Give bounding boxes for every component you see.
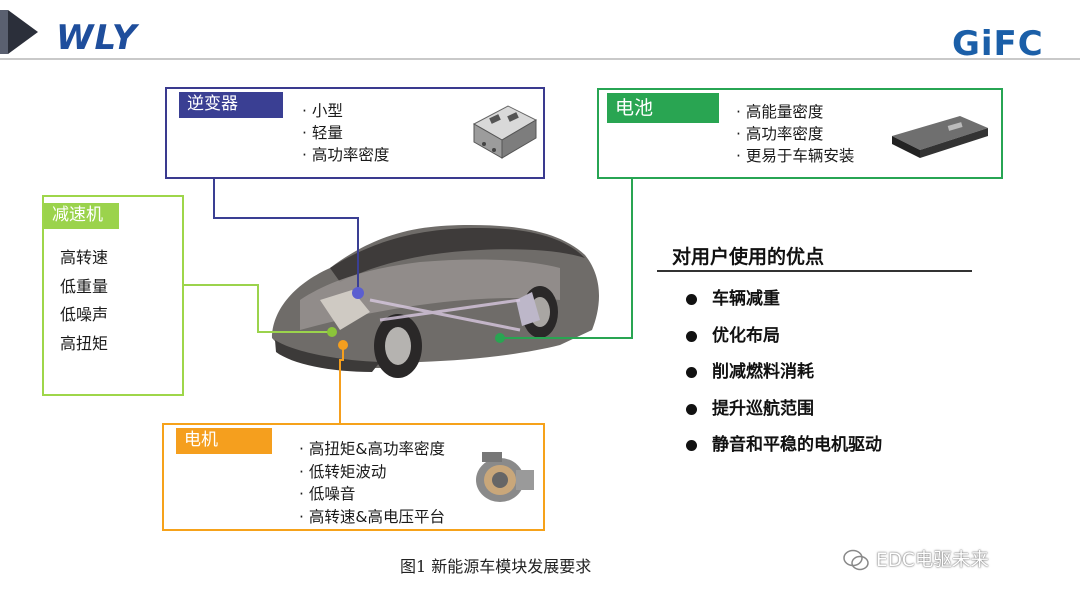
advantage-text: 静音和平稳的电机驱动 bbox=[712, 435, 882, 456]
car-illustration bbox=[272, 225, 600, 378]
motor-feature: · 高扭矩&高功率密度 bbox=[299, 440, 445, 458]
figure-caption: 图1 新能源车模块发展要求 bbox=[400, 557, 592, 576]
motor-feature: · 低转矩波动 bbox=[299, 462, 387, 481]
advantage-item: 提升巡航范围 bbox=[686, 396, 882, 433]
advantage-item: 削减燃料消耗 bbox=[686, 359, 882, 396]
advantage-item: 车辆减重 bbox=[686, 286, 882, 323]
bullet-icon bbox=[686, 403, 697, 415]
battery-features: · 高能量密度 · 高功率密度 · 更易于车辆安装 bbox=[736, 101, 854, 167]
inverter-title: 逆变器 bbox=[179, 92, 283, 118]
advantage-item: 优化布局 bbox=[686, 323, 882, 360]
wly-logo-mark bbox=[0, 0, 42, 56]
wly-logo: WLY bbox=[56, 18, 138, 58]
reducer-feature: 高扭矩 bbox=[60, 333, 109, 353]
reducer-feature: 高转速 bbox=[60, 248, 109, 267]
motor-feature: · 低噪音 bbox=[299, 485, 356, 503]
motor-features: · 高扭矩&高功率密度 · 低转矩波动 · 低噪音 · 高转速&高电压平台 bbox=[299, 438, 445, 528]
battery-pack-icon bbox=[892, 116, 988, 158]
reducer-feature: 低重量 bbox=[60, 276, 109, 296]
battery-title: 电池 bbox=[607, 93, 719, 123]
advantage-item: 静音和平稳的电机驱动 bbox=[686, 432, 882, 469]
header-divider bbox=[0, 58, 1080, 60]
motor-title: 电机 bbox=[176, 428, 272, 454]
electric-motor-icon bbox=[476, 452, 534, 502]
inverter-feature: · 小型 bbox=[302, 102, 343, 120]
advantages-underline bbox=[657, 270, 972, 272]
gifc-logo: GiFC bbox=[952, 24, 1044, 64]
bullet-icon bbox=[686, 440, 697, 452]
reducer-feature: 低噪声 bbox=[60, 305, 109, 324]
reducer-features: 高转速 低重量 低噪声 高扭矩 bbox=[60, 244, 108, 358]
advantages-title: 对用户使用的优点 bbox=[672, 246, 825, 268]
battery-feature: · 更易于车辆安装 bbox=[736, 147, 855, 165]
motor-feature: · 高转速&高电压平台 bbox=[299, 507, 445, 526]
reducer-box: 减速机 高转速 低重量 低噪声 高扭矩 bbox=[42, 195, 184, 396]
advantage-text: 车辆减重 bbox=[712, 289, 780, 309]
inverter-feature: · 高功率密度 bbox=[302, 146, 390, 164]
inverter-feature: · 轻量 bbox=[302, 124, 343, 142]
bullet-icon bbox=[686, 367, 697, 379]
battery-feature: · 高能量密度 bbox=[736, 103, 824, 121]
advantage-text: 优化布局 bbox=[712, 325, 780, 346]
advantages-list: 车辆减重 优化布局 削减燃料消耗 提升巡航范围 静音和平稳的电机驱动 bbox=[686, 286, 882, 469]
advantage-text: 削减燃料消耗 bbox=[712, 362, 814, 383]
inverter-features: · 小型 · 轻量 · 高功率密度 bbox=[302, 100, 389, 166]
advantage-text: 提升巡航范围 bbox=[712, 398, 814, 419]
bullet-icon bbox=[686, 294, 697, 305]
battery-feature: · 高功率密度 bbox=[736, 125, 824, 143]
watermark-text: EDC电驱未来 bbox=[876, 550, 989, 571]
reducer-title: 减速机 bbox=[44, 203, 119, 229]
inverter-unit-icon bbox=[472, 105, 538, 159]
bullet-icon bbox=[686, 330, 697, 342]
wechat-icon bbox=[843, 549, 869, 571]
